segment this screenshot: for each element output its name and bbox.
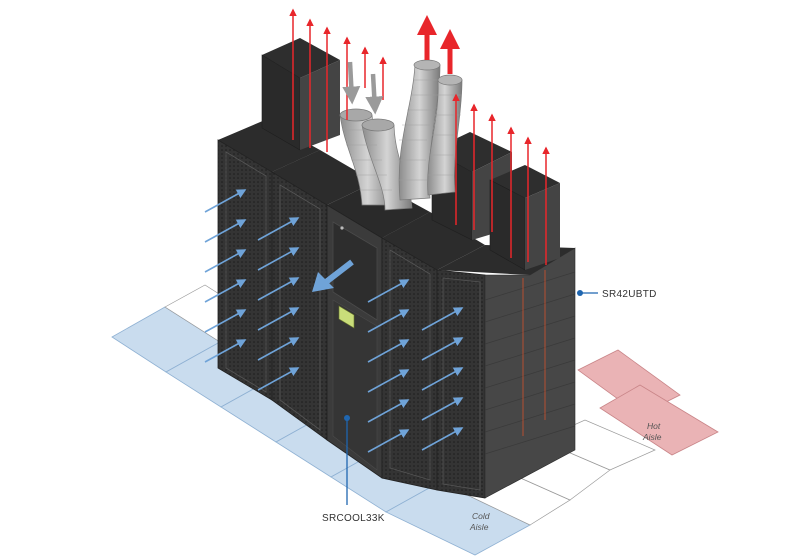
- callout-rack-label: SR42UBTD: [602, 289, 657, 300]
- arrow-up-right-icon: [257, 307, 300, 331]
- logo-badge-icon: [340, 226, 344, 230]
- chimney-right-2: [489, 165, 560, 271]
- cold-aisle-label-line1: Cold: [472, 511, 490, 521]
- arrow-down-icon: [365, 73, 384, 115]
- arrow-up-right-icon: [421, 337, 464, 361]
- hot-aisle-label-line1: Hot: [647, 421, 661, 431]
- return-air-arrows: [342, 61, 384, 115]
- hot-aisle-label-line2: Aisle: [642, 432, 662, 442]
- duct-hot-air-arrows: [417, 15, 460, 74]
- callout-cooler-label: SRCOOL33K: [322, 513, 385, 524]
- arrow-up-right-icon: [367, 369, 410, 393]
- arrow-up-right-icon: [421, 397, 464, 421]
- arrow-down-left-icon: [324, 259, 354, 285]
- arrow-up-right-icon: [204, 219, 247, 243]
- hot-aisle-label: Hot Aisle: [642, 421, 662, 442]
- cooling-intake-arrow: [312, 259, 354, 292]
- rack-row: [217, 120, 576, 499]
- cold-aisle-label: Cold Aisle: [469, 511, 490, 532]
- flex-ducts: [339, 59, 463, 211]
- arrow-up-right-icon: [367, 279, 410, 303]
- cold-aisle-label-line2: Aisle: [469, 522, 489, 532]
- rack-3: [381, 212, 485, 491]
- arrow-up-right-icon: [204, 189, 247, 213]
- arrow-up-right-icon: [367, 309, 410, 333]
- arrow-down-icon: [342, 61, 361, 105]
- arrow-up-right-icon: [204, 339, 247, 363]
- arrow-up-right-icon: [421, 427, 464, 451]
- arrow-up-right-icon: [367, 429, 410, 453]
- arrow-up-right-icon: [204, 279, 247, 303]
- hot-air-arrows: [289, 8, 550, 265]
- lcd-panel-icon: [338, 305, 355, 329]
- arrow-up-right-icon: [204, 249, 247, 273]
- arrow-up-right-icon: [257, 247, 300, 271]
- arrow-up-right-icon: [257, 367, 300, 391]
- arrow-up-right-icon: [367, 399, 410, 423]
- rack-2: [271, 150, 375, 441]
- arrow-up-right-icon: [421, 367, 464, 391]
- callout-rack: SR42UBTD: [577, 289, 657, 300]
- rack-4: [436, 245, 576, 499]
- callout-cooler: SRCOOL33K: [322, 415, 385, 524]
- arrow-up-right-icon: [257, 277, 300, 301]
- arrow-up-right-icon: [367, 339, 410, 363]
- arrow-up-right-icon: [257, 217, 300, 241]
- hot-aisle-tiles: [577, 349, 719, 456]
- chimney-left: [261, 38, 340, 151]
- arrow-up-right-icon: [204, 309, 247, 333]
- arrow-up-right-icon: [421, 307, 464, 331]
- arrow-up-right-icon: [257, 337, 300, 361]
- cold-air-arrows: [204, 189, 464, 453]
